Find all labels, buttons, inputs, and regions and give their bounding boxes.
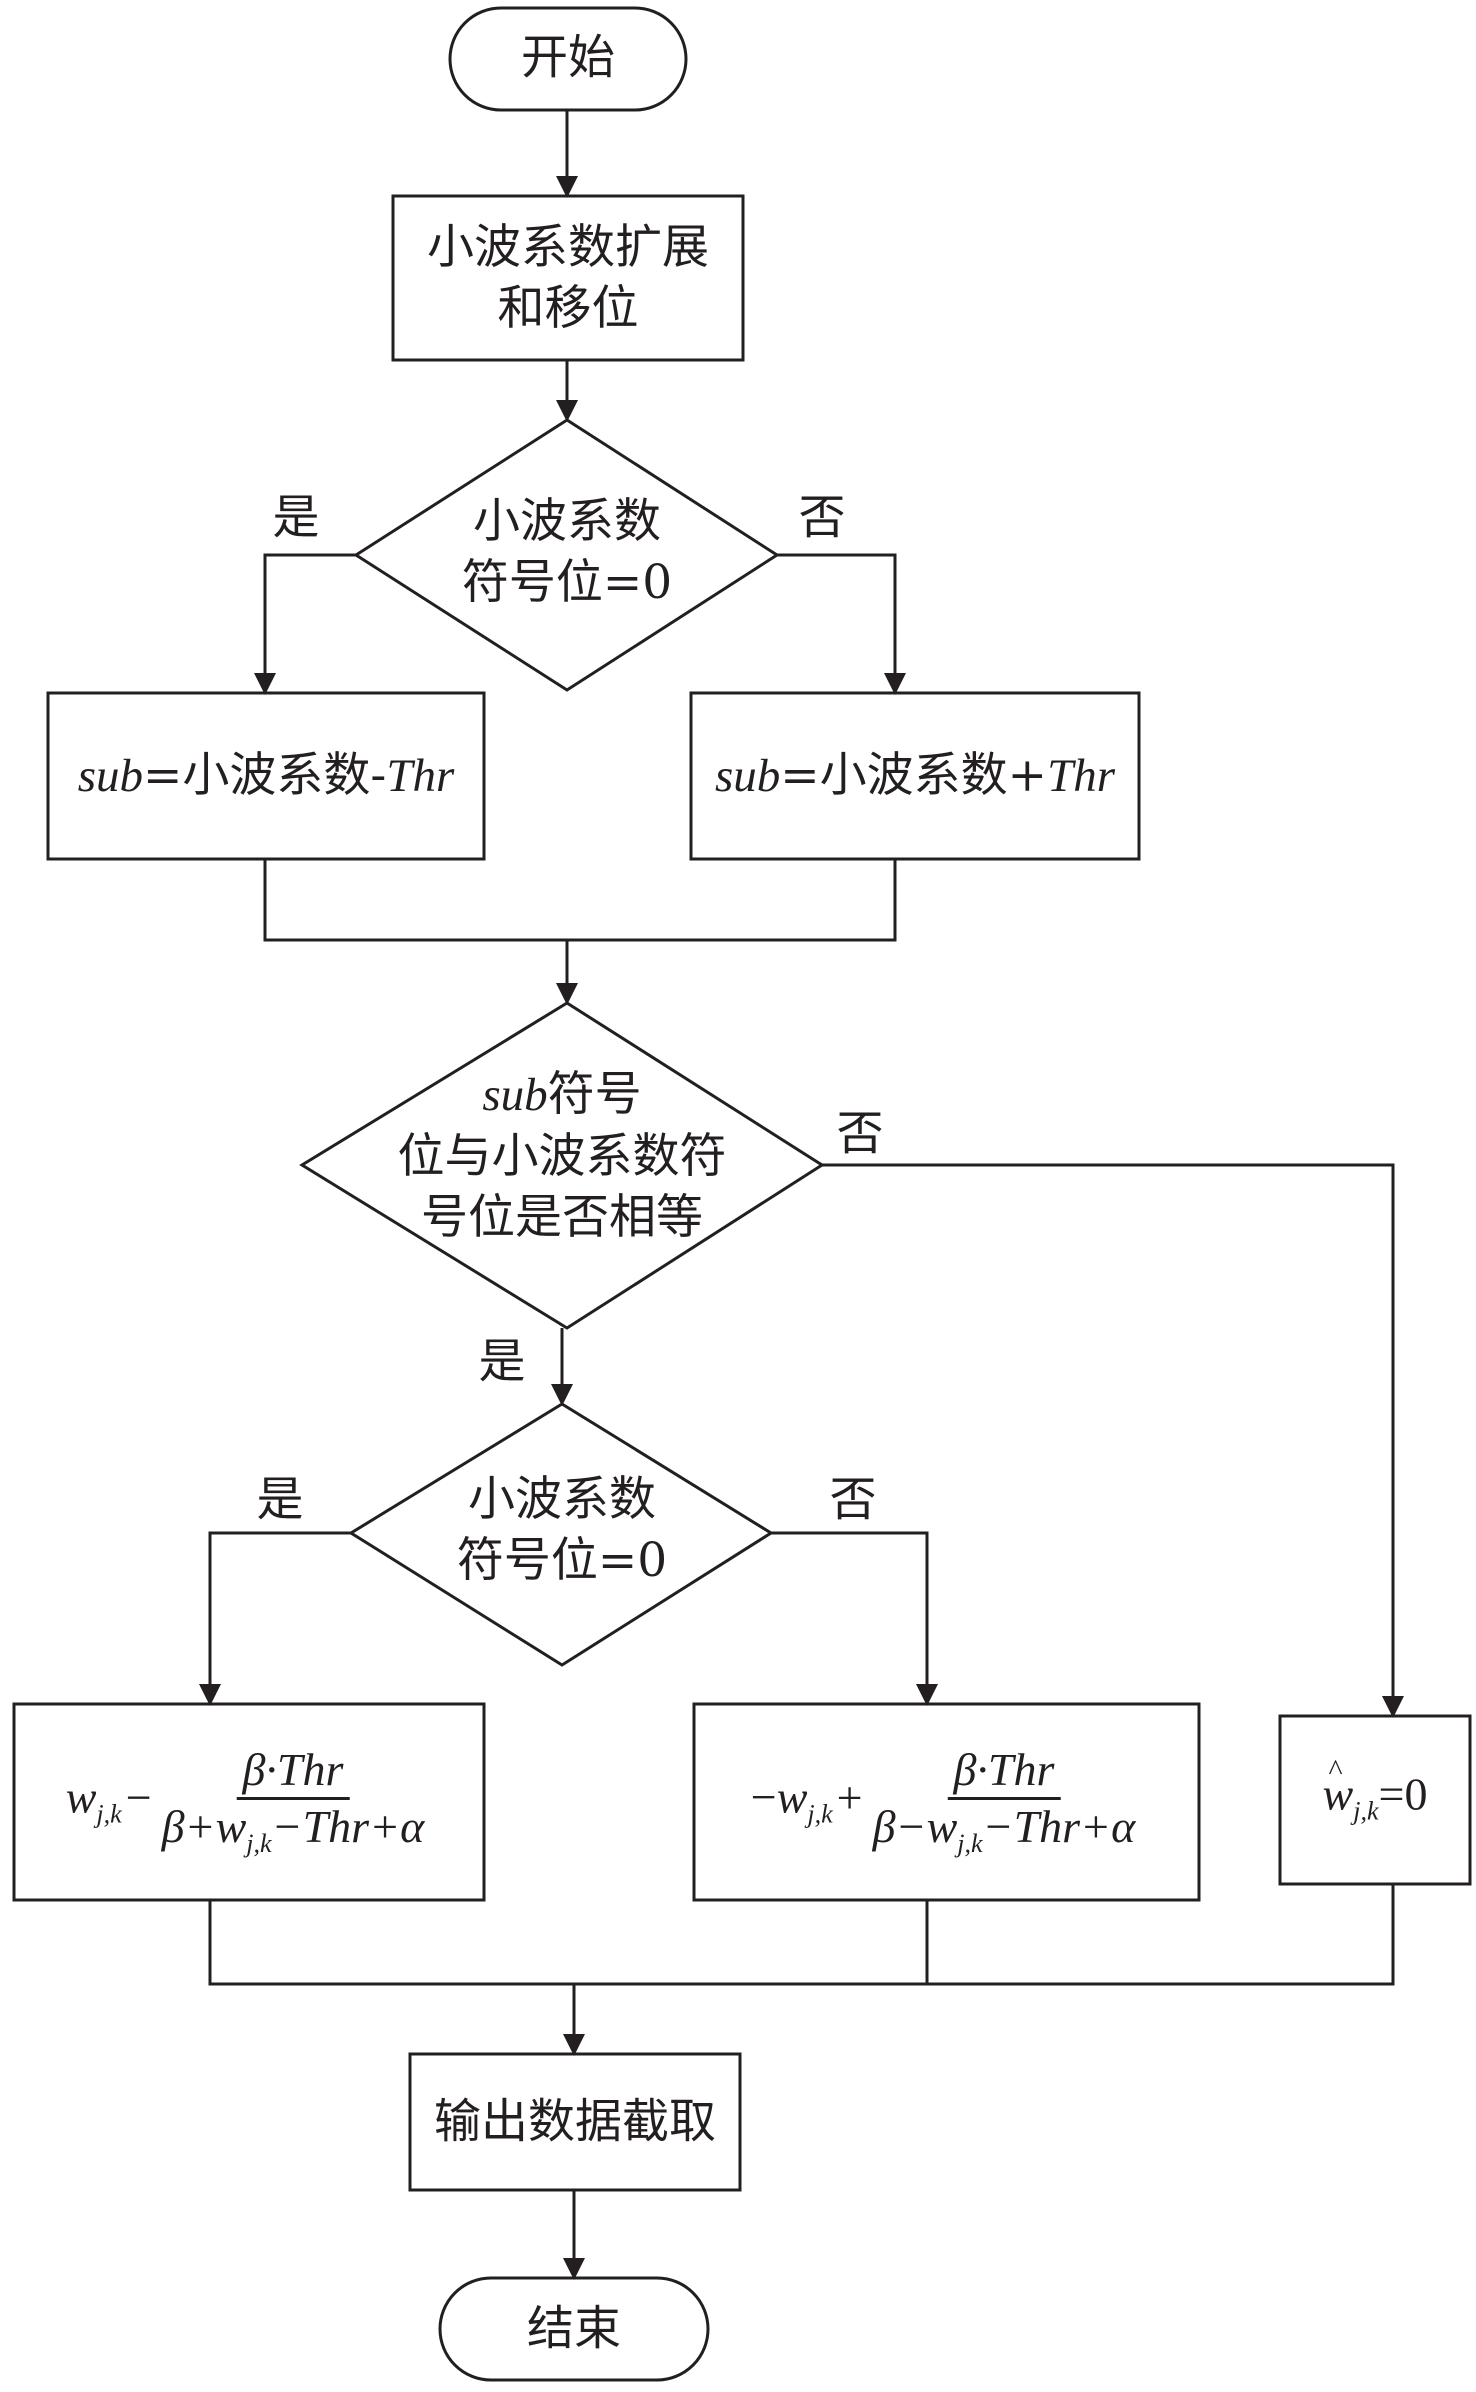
formula-right-numerator: β·Thr: [947, 1743, 1061, 1800]
end-label: 结束: [527, 2301, 621, 2357]
decision1-label-line2: 符号位=0: [461, 555, 673, 610]
decision2-var: sub: [482, 1068, 548, 1121]
formula-left-den-w: w: [215, 1801, 247, 1852]
decision3-label: 小波系数 符号位=0: [457, 1469, 667, 1591]
decision2-label-line2: 位与小波系数符: [397, 1128, 727, 1184]
formula-left-box: [12, 1702, 486, 1902]
edge-decision3-yes: [199, 1531, 351, 1706]
edge-decision2-no: [822, 1163, 1404, 1718]
formula-left-w: w: [65, 1771, 97, 1823]
zero-result-rest: =0: [1378, 1768, 1428, 1820]
right-sub-thr: Thr: [1047, 750, 1115, 802]
formula-left-subscript: j,k: [96, 1799, 122, 1829]
decision2-no-label: 否: [836, 1106, 884, 1162]
edge-decision3-no: [771, 1531, 938, 1706]
edge-left-sub-merge: [263, 859, 897, 942]
zero-result-w-hat: w: [1323, 1756, 1354, 1818]
formula-right-den-rest: −Thr+α: [982, 1801, 1136, 1852]
right-sub-var: sub: [715, 750, 781, 802]
formula-right-den-beta: β−: [872, 1801, 927, 1852]
expand-label: 小波系数扩展 和移位: [427, 217, 709, 339]
decision2-diamond: [299, 1001, 825, 1330]
left-sub-var: sub: [77, 750, 144, 802]
formula-left-den-subscript: j,k: [246, 1829, 272, 1858]
expand-label-line2: 和移位: [497, 281, 639, 336]
expand-process-box: [391, 194, 745, 362]
left-sub-thr: Thr: [386, 750, 455, 802]
formula-right-denominator: β−wj,k−Thr+α: [867, 1800, 1142, 1861]
formula-left-den-beta: β+: [161, 1801, 216, 1852]
decision2-line1-rest: 符号: [547, 1066, 642, 1122]
formula-left-minus: −: [125, 1771, 152, 1823]
decision3-yes-label: 是: [256, 1472, 304, 1528]
decision3-label-line2: 符号位=0: [456, 1533, 668, 1588]
right-sub-box: [689, 691, 1141, 861]
edge-results-merge: [208, 1884, 1395, 1986]
decision3-diamond: [348, 1402, 774, 1667]
decision1-no-label: 否: [798, 490, 846, 546]
left-sub-mid: =小波系数-: [143, 748, 387, 803]
decision2-yes-label: 是: [478, 1334, 526, 1390]
decision2-label: sub符号 位与小波系数符 号位是否相等: [398, 1064, 727, 1248]
edge-decision1-no: [777, 553, 906, 695]
formula-right-den-subscript: j,k: [957, 1829, 983, 1858]
zero-result-box: [1278, 1714, 1472, 1886]
formula-right-w: w: [776, 1771, 808, 1823]
decision1-label-line1: 小波系数: [472, 493, 661, 549]
zero-result-label: wj,k=0: [1323, 1756, 1428, 1826]
right-sub-label: sub=小波系数+Thr: [715, 752, 1115, 800]
edge-decision1-yes: [254, 553, 356, 695]
decision3-label-line1: 小波系数: [467, 1471, 656, 1527]
expand-label-line1: 小波系数扩展: [427, 219, 709, 275]
decision3-no-label: 否: [829, 1472, 877, 1528]
formula-right-neg: −: [750, 1771, 777, 1823]
decision2-label-line3: 号位是否相等: [421, 1190, 703, 1246]
formula-right-subscript: j,k: [807, 1799, 833, 1829]
start-label: 开始: [521, 30, 615, 86]
zero-result-subscript: j,k: [1353, 1796, 1379, 1826]
left-sub-label: sub=小波系数-Thr: [78, 752, 455, 800]
decision1-diamond: [353, 418, 780, 692]
decision1-label: 小波系数 符号位=0: [462, 491, 672, 613]
formula-left-denominator: β+wj,k−Thr+α: [156, 1800, 431, 1861]
formula-right-den-w: w: [926, 1801, 958, 1852]
formula-right-plus: +: [836, 1771, 863, 1823]
formula-left-numerator: β·Thr: [236, 1743, 350, 1800]
formula-right-box: [692, 1702, 1201, 1902]
right-sub-mid: =小波系数+: [780, 748, 1048, 803]
formula-left-den-rest: −Thr+α: [271, 1801, 425, 1852]
output-label: 输出数据截取: [434, 2094, 716, 2150]
decision1-yes-label: 是: [272, 490, 320, 546]
decision2-label-line1: sub符号: [398, 1064, 727, 1126]
